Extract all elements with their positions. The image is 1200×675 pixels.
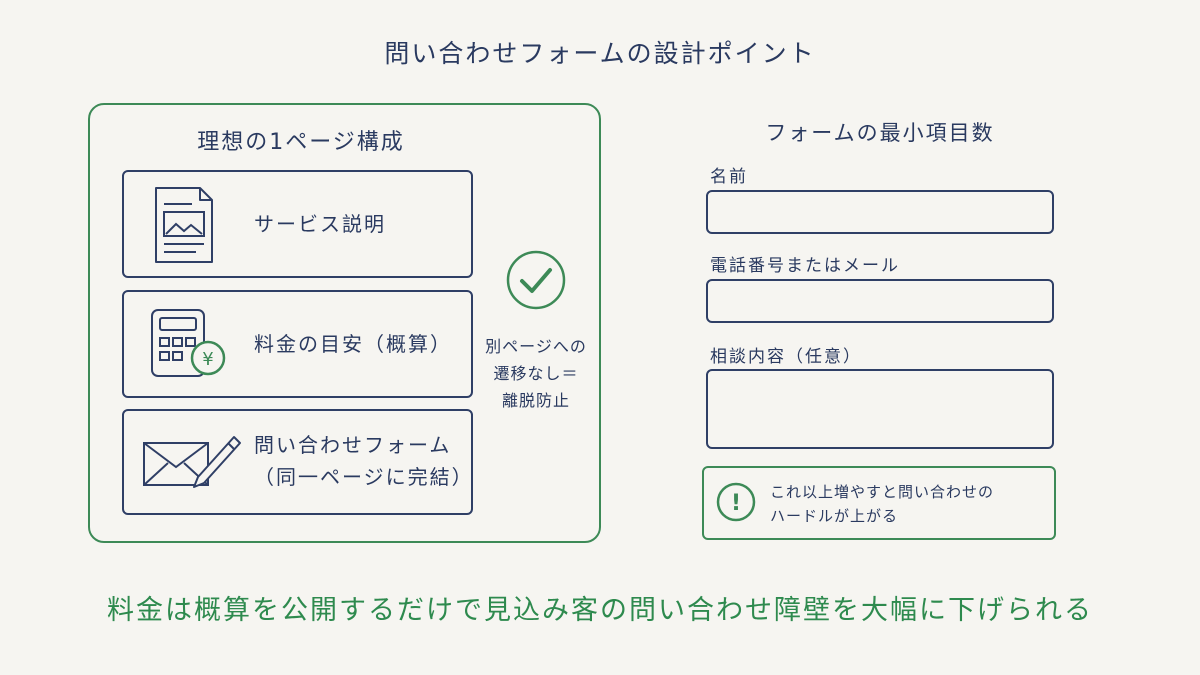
warning-callout: ! これ以上増やすと問い合わせの ハードルが上がる — [702, 466, 1056, 540]
warning-symbol: ! — [731, 491, 741, 516]
inquiry-form-label: 問い合わせフォーム （同一ページに完結） — [254, 433, 474, 489]
one-page-layout-panel — [88, 103, 601, 543]
contact-field-label: 電話番号またはメール — [710, 256, 900, 276]
service-description-card: サービス説明 — [122, 170, 473, 278]
no-page-transition-note: 別ページへの 遷移なし＝ 離脱防止 — [485, 337, 587, 410]
page-title: 問い合わせフォームの設計ポイント — [384, 39, 816, 68]
name-field[interactable] — [706, 190, 1054, 234]
contact-field[interactable] — [706, 279, 1054, 323]
warning-text: これ以上増やすと問い合わせの ハードルが上がる — [770, 483, 995, 525]
document-image-icon — [155, 187, 213, 263]
check-circle-icon — [506, 250, 566, 310]
service-description-label: サービス説明 — [254, 212, 386, 236]
price-estimate-card: ¥ 料金の目安（概算） — [122, 290, 473, 398]
minimum-fields-heading: フォームの最小項目数 — [765, 121, 995, 145]
envelope-pencil-icon — [143, 436, 241, 488]
consultation-field-label: 相談内容（任意） — [710, 347, 862, 367]
calculator-yen-icon: ¥ — [151, 309, 226, 377]
consultation-field[interactable] — [706, 369, 1054, 449]
exclamation-circle-icon: ! — [716, 482, 756, 522]
bottom-message: 料金は概算を公開するだけで見込み客の問い合わせ障壁を大幅に下げられる — [107, 595, 1093, 626]
name-field-label: 名前 — [710, 167, 748, 187]
yen-symbol: ¥ — [202, 349, 213, 370]
inquiry-form-card: 問い合わせフォーム （同一ページに完結） — [122, 409, 473, 515]
one-page-layout-heading: 理想の1ページ構成 — [197, 130, 405, 155]
price-estimate-label: 料金の目安（概算） — [254, 332, 452, 356]
